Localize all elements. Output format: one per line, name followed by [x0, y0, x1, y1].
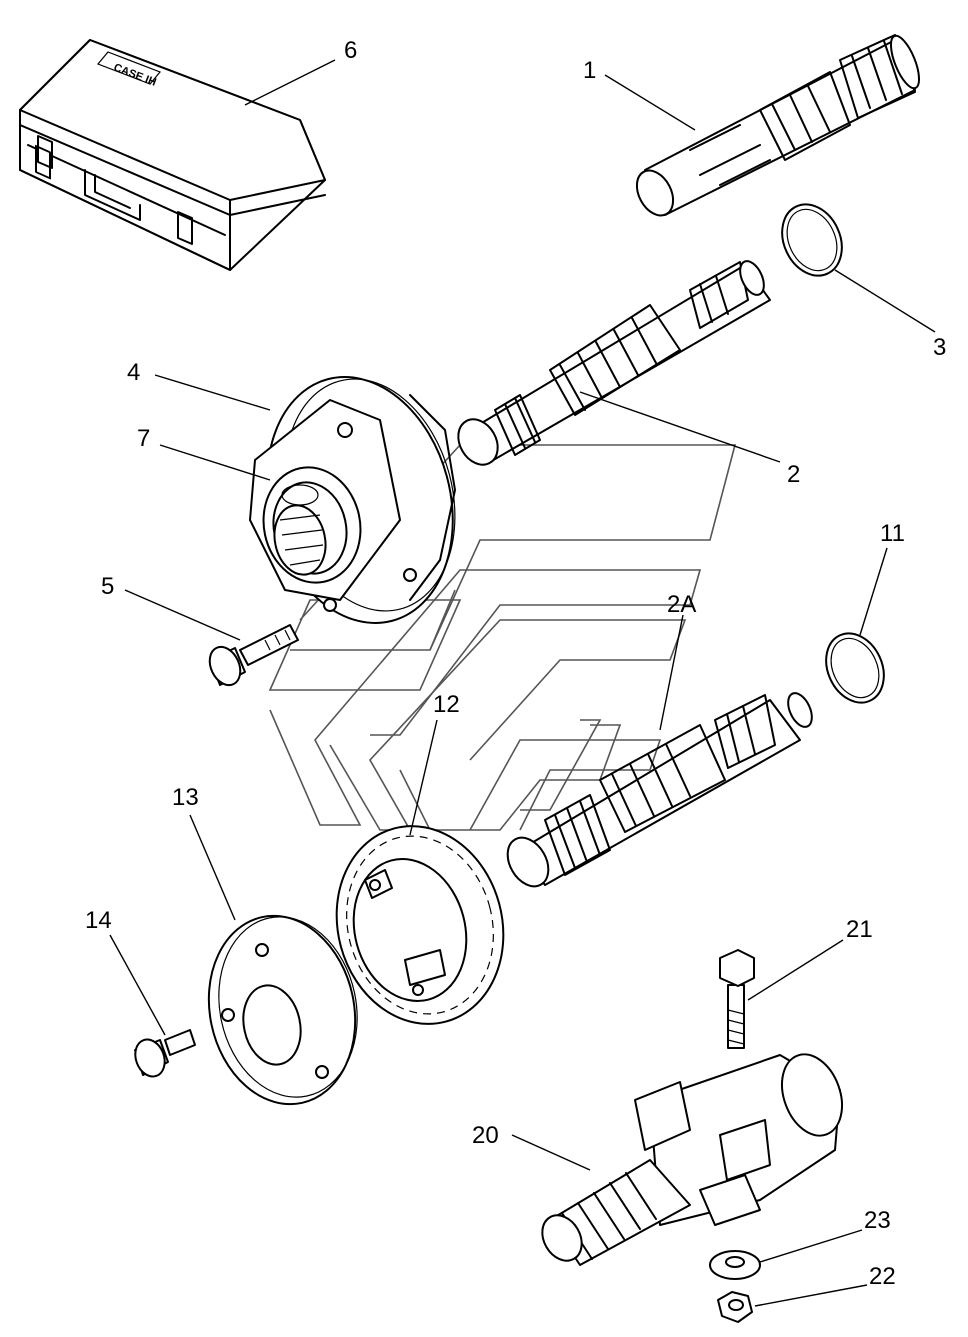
- washer-part-23: [709, 1250, 761, 1280]
- bolt-part-21: [719, 949, 755, 1049]
- callout-4: 4: [127, 359, 140, 386]
- bolt-part-14: [134, 1029, 196, 1078]
- leader-lines: [109, 59, 936, 1307]
- flange-plate-part-13: [207, 914, 358, 1106]
- bolt-part-5: [208, 624, 299, 687]
- callout-12: 12: [433, 691, 460, 718]
- flange-housing-part-4: [249, 376, 456, 624]
- callout-20: 20: [472, 1122, 499, 1149]
- callout-2: 2: [787, 461, 800, 488]
- callout-2A: 2A: [667, 591, 696, 618]
- callout-5: 5: [101, 573, 114, 600]
- pto-shaft-part-1: [635, 34, 920, 217]
- coupler-shaft-part-20: [541, 1053, 843, 1266]
- callout-14: 14: [85, 907, 112, 934]
- callout-7: 7: [137, 425, 150, 452]
- snap-ring-part-11: [825, 632, 885, 704]
- seal-part-7: [281, 484, 319, 506]
- tool-case-part-6: CASE IH: [19, 39, 326, 271]
- callout-21: 21: [846, 916, 873, 943]
- callout-6: 6: [344, 37, 357, 64]
- splined-shaft-part-2: [457, 260, 771, 466]
- callout-22: 22: [869, 1263, 896, 1290]
- callout-23: 23: [864, 1207, 891, 1234]
- nut-part-22: [717, 1291, 753, 1323]
- snap-ring-part-3: [781, 203, 843, 277]
- splined-shaft-part-2A: [506, 692, 813, 888]
- callout-3: 3: [933, 334, 946, 361]
- callout-1: 1: [583, 57, 596, 84]
- callout-labels: 6 1 3 4 7 2 11 5 2A 12 13 14 21 20 23 22: [85, 37, 946, 1290]
- callout-13: 13: [172, 784, 199, 811]
- callout-11: 11: [880, 520, 905, 547]
- gear-ring-part-12: [335, 825, 505, 1025]
